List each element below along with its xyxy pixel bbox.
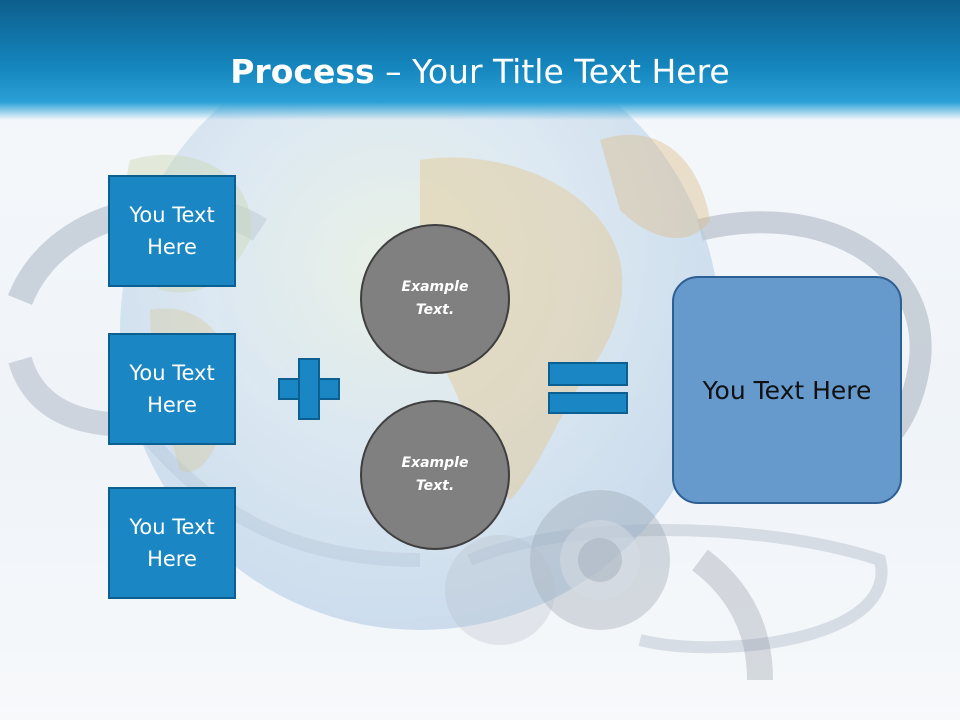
slide-title: Process – Your Title Text Here xyxy=(0,52,960,91)
example-circle-1[interactable]: Example Text. xyxy=(360,224,510,374)
result-label: You Text Here xyxy=(702,375,872,405)
left-box-1[interactable]: You Text Here xyxy=(108,175,236,287)
left-box-label: You Text Here xyxy=(129,515,215,571)
circle-label: Example Text. xyxy=(401,279,469,318)
left-box-2[interactable]: You Text Here xyxy=(108,333,236,445)
left-box-3[interactable]: You Text Here xyxy=(108,487,236,599)
title-rest: – Your Title Text Here xyxy=(374,52,730,91)
left-box-label: You Text Here xyxy=(129,203,215,259)
result-box[interactable]: You Text Here xyxy=(672,276,902,504)
header-band xyxy=(0,0,960,120)
example-circle-2[interactable]: Example Text. xyxy=(360,400,510,550)
circle-label: Example Text. xyxy=(401,455,469,494)
left-box-label: You Text Here xyxy=(129,361,215,417)
title-bold: Process xyxy=(230,52,375,91)
